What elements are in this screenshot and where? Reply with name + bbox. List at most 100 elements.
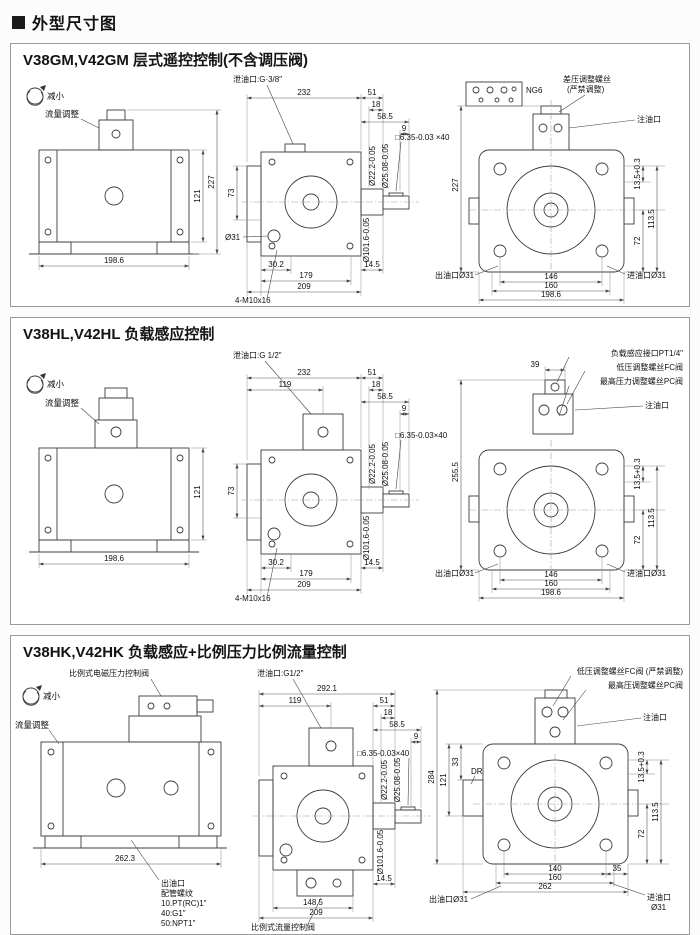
flow-adjust-label: 流量调整 xyxy=(45,398,80,408)
label-dia31: Ø31 xyxy=(225,233,269,242)
svg-text:10.PT(RC)1": 10.PT(RC)1" xyxy=(161,899,207,908)
svg-text:进油口Ø31: 进油口Ø31 xyxy=(627,270,667,280)
drawing-hk: 减小 比例式电磁压力控制阀 流量调整 xyxy=(15,666,683,932)
label-fc-screw: 低压调整螺丝FC阀 xyxy=(566,362,683,405)
svg-text:51: 51 xyxy=(368,368,377,377)
svg-text:58.5: 58.5 xyxy=(377,112,393,121)
label-fc-screw: 低压调整螺丝FC阀 (严禁调整) xyxy=(552,666,683,707)
dim-dia25: Ø25.08-0.05 xyxy=(393,757,402,802)
svg-text:73: 73 xyxy=(227,486,236,495)
drain-port-label: 泄油口:G 1/2" xyxy=(233,350,282,360)
dim-179: 179 xyxy=(261,271,351,283)
dim-14-5: 14.5 xyxy=(373,874,395,886)
svg-text:注油口: 注油口 xyxy=(643,712,667,722)
dim-209: 209 xyxy=(247,282,361,294)
dim-dia22: Ø22.2-0.05 xyxy=(380,759,389,800)
label-pc-screw: 最高压力调整螺丝PC阀 xyxy=(558,376,683,417)
dim-dia101: Ø101.6-0.05 xyxy=(376,829,385,874)
svg-text:比例式流量控制阀: 比例式流量控制阀 xyxy=(251,922,315,932)
svg-text:113.5: 113.5 xyxy=(647,508,656,528)
dim-39: 39 xyxy=(531,360,566,380)
dim-13-5: 13.5+0.3 xyxy=(637,751,649,783)
svg-text:255.5: 255.5 xyxy=(451,461,460,482)
label-key: □6.35-0.03×40 xyxy=(395,431,448,490)
svg-text:119: 119 xyxy=(279,380,292,389)
svg-text:113.5: 113.5 xyxy=(651,802,660,822)
dim-113-5: 113.5 xyxy=(647,466,659,570)
panel-title-hl: V38HL,V42HL 负载感应控制 xyxy=(23,326,215,343)
dim-198-6: 198.6 xyxy=(38,554,190,568)
dim-146: 146 xyxy=(500,272,602,284)
svg-text:□6.35-0.03×40: □6.35-0.03×40 xyxy=(395,431,448,440)
svg-text:进油口: 进油口 xyxy=(647,892,671,902)
dim-dia22: Ø22.2-0.05 xyxy=(368,145,377,186)
svg-text:72: 72 xyxy=(637,829,646,838)
dim-262: 262 xyxy=(463,882,628,894)
panel-v38hk: V38HK,V42HK 负载感应+比例压力比例流量控制 减小 比例式电磁压力控制… xyxy=(10,635,690,935)
dim-160: 160 xyxy=(492,281,610,293)
dim-227: 227 xyxy=(127,109,221,255)
svg-text:33: 33 xyxy=(451,757,460,766)
svg-text:□6.35-0.03×40: □6.35-0.03×40 xyxy=(357,749,410,758)
dim-dia25: Ø25.08-0.05 xyxy=(381,441,390,486)
dim-9: 9 xyxy=(399,124,409,191)
label-outlet-port: 出油口Ø31 xyxy=(435,563,499,578)
dim-58-5: 58.5 xyxy=(373,720,422,808)
svg-text:148.5: 148.5 xyxy=(303,898,324,907)
label-key: □6.35-0.03 ×40 xyxy=(395,133,450,192)
svg-text:58.5: 58.5 xyxy=(389,720,405,729)
page-header: 外型尺寸图 xyxy=(12,10,690,34)
diff-screw-label2: (严禁调整) xyxy=(567,84,605,94)
dim-58-5: 58.5 xyxy=(361,112,410,194)
dim-18: 18 xyxy=(368,100,383,187)
svg-text:14.5: 14.5 xyxy=(376,874,392,883)
label-bolts: 4-M10x16 xyxy=(235,547,278,603)
dim-9: 9 xyxy=(410,732,421,807)
dim-255-5: 255.5 xyxy=(451,379,545,571)
dim-148-5: 148.5 xyxy=(273,898,353,910)
svg-text:232: 232 xyxy=(297,368,311,377)
svg-text:14.5: 14.5 xyxy=(364,260,380,269)
label-outlet-thread-note: 出油口 配管螺纹 10.PT(RC)1" 40:G1" 50:NPT1" xyxy=(130,839,207,928)
dim-232: 232 xyxy=(246,88,362,162)
dim-209: 209 xyxy=(259,908,373,920)
decrease-label: 减小 xyxy=(43,691,61,701)
dim-160: 160 xyxy=(496,873,614,885)
drain-port-label: 泄油口:G1/2" xyxy=(257,668,304,678)
view-side-gm: 减小 流量调整 121 xyxy=(26,85,221,270)
svg-text:出油口Ø31: 出油口Ø31 xyxy=(429,894,469,904)
dim-262-3: 262.3 xyxy=(40,848,222,868)
dim-198-6: 198.6 xyxy=(38,256,190,270)
dim-51: 51 xyxy=(361,88,384,187)
label-fill-port: 注油口 xyxy=(576,712,667,727)
svg-text:出油口: 出油口 xyxy=(161,878,185,888)
label-prop-pressure-valve: 比例式电磁压力控制阀 xyxy=(69,668,162,697)
view-side-hl: 减小 流量调整 121 xyxy=(26,373,207,568)
dim-13-5: 13.5+0.3 xyxy=(633,158,645,190)
label-fill-port: 注油口 xyxy=(574,400,669,411)
dim-33: 33 xyxy=(451,744,463,781)
svg-text:121: 121 xyxy=(439,773,448,787)
svg-text:配管螺纹: 配管螺纹 xyxy=(161,888,193,898)
svg-text:232: 232 xyxy=(297,88,311,97)
svg-text:73: 73 xyxy=(227,188,236,197)
ng6-label: NG6 xyxy=(526,86,543,95)
svg-text:113.5: 113.5 xyxy=(647,209,656,229)
svg-text:□6.35-0.03 ×40: □6.35-0.03 ×40 xyxy=(395,133,450,142)
svg-text:209: 209 xyxy=(297,282,311,291)
dim-121: 121 xyxy=(439,743,483,817)
dim-14-5: 14.5 xyxy=(361,558,383,570)
svg-text:9: 9 xyxy=(402,404,407,413)
svg-text:低压调整螺丝FC阀: 低压调整螺丝FC阀 xyxy=(616,362,683,372)
svg-text:Ø31: Ø31 xyxy=(651,903,667,912)
svg-text:146: 146 xyxy=(544,570,558,579)
dim-73: 73 xyxy=(227,165,261,221)
dim-119: 119 xyxy=(259,696,332,728)
svg-text:140: 140 xyxy=(548,864,562,873)
decrease-label: 减小 xyxy=(47,379,65,389)
panel-title-hk: V38HK,V42HK 负载感应+比例压力比例流量控制 xyxy=(23,644,347,661)
dim-209: 209 xyxy=(247,580,361,592)
panel-v38gm: V38GM,V42GM 层式遥控控制(不含调压阀) 减小 流量调整 xyxy=(10,43,690,307)
ng6-valve-pad xyxy=(465,81,523,107)
svg-text:14.5: 14.5 xyxy=(364,558,380,567)
